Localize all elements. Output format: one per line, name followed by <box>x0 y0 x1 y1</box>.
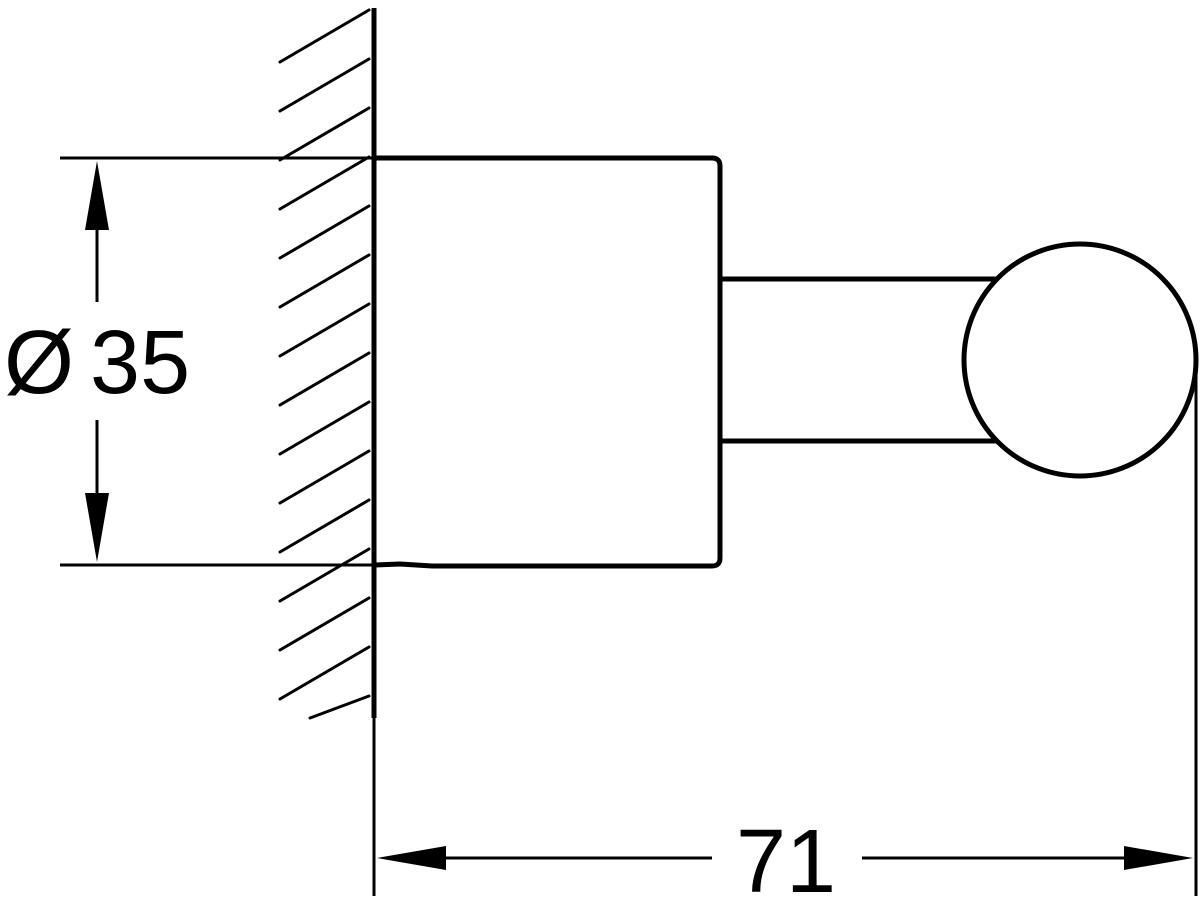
diameter-extension-lines <box>60 156 374 567</box>
arrow-down-icon <box>85 493 109 562</box>
hook-knob <box>961 241 1199 479</box>
length-dimension-line <box>377 846 1193 870</box>
length-extension-lines <box>372 360 1198 896</box>
hatch-line <box>278 57 371 113</box>
arrow-up-icon <box>85 161 109 230</box>
arrow-right-icon <box>1124 846 1193 870</box>
length-label: 71 <box>736 812 836 902</box>
hatch-line <box>278 302 371 358</box>
hatch-line <box>278 449 371 505</box>
hook-stem <box>720 276 1000 444</box>
hook-base-outline <box>373 155 723 569</box>
hatch-line <box>278 547 371 603</box>
wall-hatching <box>278 8 371 720</box>
hatch-line <box>278 253 371 309</box>
diameter-dimension-line <box>85 161 109 562</box>
hatch-line <box>278 498 371 554</box>
hatch-line <box>278 351 371 407</box>
hatch-line <box>278 8 371 64</box>
diameter-symbol: Ø <box>4 313 74 413</box>
hatch-line <box>278 155 371 211</box>
hatch-line <box>278 596 371 652</box>
hatch-line <box>308 694 371 720</box>
hatch-line <box>278 106 371 162</box>
hatch-line <box>278 645 371 701</box>
hatch-line <box>278 204 371 260</box>
diameter-value: 35 <box>90 313 190 413</box>
hatch-line <box>278 400 371 456</box>
arrow-left-icon <box>377 846 446 870</box>
